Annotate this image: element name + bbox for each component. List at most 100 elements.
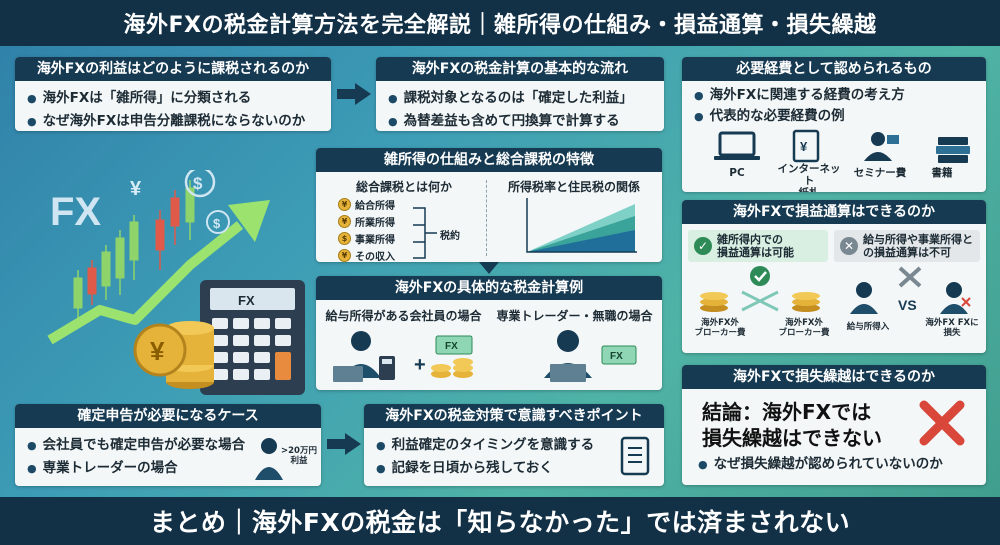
card-tax-points: 海外FXの税金対策で意識すべきポイント 利益確定のタイミングを意識する 記録を日…: [364, 404, 664, 486]
card-title: 海外FXの税金計算の基本的な流れ: [376, 57, 664, 81]
card-title: 確定申告が必要になるケース: [15, 404, 321, 428]
expense-label-pc: PC: [729, 167, 745, 179]
list-item: 会社員でも確定申告が必要な場合: [27, 434, 309, 457]
svg-text:FX: FX: [445, 341, 458, 352]
list-item: 海外FXに関連する経費の考え方: [694, 85, 974, 106]
broker-label: 海外FX外 ブローカー費: [694, 318, 746, 338]
trader-icon: [544, 330, 592, 382]
coin-stack-icon: [700, 292, 728, 312]
card-how-taxed: 海外FXの利益はどのように課税されるのか 海外FXは「雑所得」に分類される なぜ…: [15, 57, 331, 131]
fx-growth-chart-icon: FX ¥ $ $ FX ¥: [47, 166, 305, 395]
banknote-icon: ¥: [338, 249, 351, 262]
bullet-list: 課税対象となるのは「確定した利益」 為替差益も含めて円換算で計算する: [376, 81, 664, 131]
divider: [486, 180, 487, 256]
arrow-down-icon: [479, 262, 499, 274]
office-worker-icon: [333, 331, 381, 382]
trader-example-illustration: FX: [544, 330, 637, 382]
expense-label-internet: インターネット 紙札: [777, 163, 841, 192]
card-loss-offset: 海外FXで損益通算はできるのか ✓ 雑所得内での 損益通算は可能 ✕ 給与所得や…: [682, 200, 986, 353]
bullet-list: 会社員でも確定申告が必要な場合 専業トレーダーの場合: [15, 428, 321, 486]
yen-coin-icon: ¥: [338, 215, 351, 228]
bullet-list: なぜ損失繰越が認められていないのか: [684, 453, 957, 476]
broker-label: 海外FX外 ブローカー費: [778, 318, 830, 338]
notebook-icon: [620, 436, 650, 476]
svg-text:FX: FX: [238, 293, 255, 308]
bullet-list: 利益確定のタイミングを意識する 記録を日頃から残しておく: [364, 428, 664, 486]
expense-icons: ¥: [714, 129, 970, 163]
salary-label: 給与所得入: [846, 322, 890, 332]
arrow-right-icon: [337, 83, 371, 105]
tax-rate-area-chart-icon: [526, 198, 637, 253]
page-footer: まとめ｜海外FXの税金は「知らなかった」では済まされない: [0, 497, 1000, 545]
fx-cash-icon: FX: [431, 335, 473, 378]
card-loss-carryforward: 海外FXで損失繰越はできるのか 結論：海外FXでは 損失繰越はできない なぜ損失…: [682, 365, 986, 485]
bullet-list: 海外FXは「雑所得」に分類される なぜ海外FXは申告分離課税にならないのか: [15, 81, 331, 131]
sub-title-full-time-trader: 専業トレーダー・無職の場合: [496, 309, 653, 323]
card-title: 海外FXで損失繰越はできるのか: [682, 365, 986, 389]
list-item: なぜ海外FXは申告分離課税にならないのか: [27, 110, 319, 131]
income-row: $事業所得: [338, 230, 395, 247]
card-title: 海外FXの税金対策で意識すべきポイント: [364, 404, 664, 428]
card-calc-example: 海外FXの具体的な税金計算例 給与所得がある会社員の場合 専業トレーダー・無職の…: [316, 276, 662, 390]
income-row: ¥給合所得: [338, 196, 395, 213]
income-row: ¥所業所得: [338, 213, 395, 230]
bullet-list: 海外FXに関連する経費の考え方 代表的な必要経費の例: [682, 81, 986, 133]
list-item: 海外FXは「雑所得」に分類される: [27, 87, 319, 110]
money-bag-icon: $: [338, 232, 351, 245]
arrow-right-icon: [327, 433, 361, 455]
x-icon: ✕: [840, 237, 858, 255]
fx-banknote-icon: FX: [601, 345, 637, 365]
fx-loss-label: 海外FX FXに 損失: [925, 318, 979, 338]
hero-illustration: FX ¥ $ $ FX ¥: [40, 166, 310, 400]
offset-impossible-badge: ✕ 給与所得や事業所得と の損益通算は不可: [834, 230, 980, 262]
tax-result-label: 税約: [440, 231, 460, 242]
list-item: 利益確定のタイミングを意識する: [376, 434, 652, 457]
list-item: 課税対象となるのは「確定した利益」: [388, 87, 652, 110]
card-title: 海外FXの利益はどのように課税されるのか: [15, 57, 331, 81]
income-rows: ¥給合所得 ¥所業所得 $事業所得 ¥その収入: [338, 196, 395, 262]
employee-icon: [255, 438, 283, 480]
books-icon: [936, 137, 970, 163]
card-tax-filing: 確定申告が必要になるケース 会社員でも確定申告が必要な場合 専業トレーダーの場合…: [15, 404, 321, 486]
sub-title-employee: 給与所得がある会社員の場合: [325, 309, 482, 323]
card-title: 雑所得の仕組みと総合課税の特徴: [316, 148, 662, 172]
coin-stack-icon: [792, 292, 820, 312]
sub-title-general-tax: 総合課税とは何か: [355, 180, 452, 194]
expense-label-seminar: セミナー費: [853, 167, 907, 179]
card-title: 海外FXの具体的な税金計算例: [316, 276, 662, 300]
salary-person-icon: [850, 282, 878, 314]
card-title: 必要経費として認められるもの: [682, 57, 986, 81]
svg-text:+: +: [414, 354, 426, 376]
conclusion-text: 結論：海外FXでは 損失繰越はできない: [702, 400, 882, 450]
svg-text:FX: FX: [610, 351, 623, 362]
svg-text:¥: ¥: [130, 178, 142, 200]
list-item: 代表的な必要経費の例: [694, 106, 974, 127]
svg-text:¥: ¥: [150, 336, 165, 366]
svg-text:VS: VS: [898, 297, 917, 313]
pc-icon: [714, 131, 760, 160]
svg-text:$: $: [213, 216, 221, 231]
card-expenses: 必要経費として認められるもの 海外FXに関連する経費の考え方 代表的な必要経費の…: [682, 57, 986, 192]
svg-text:$: $: [193, 174, 203, 193]
card-misc-income: 雑所得の仕組みと総合課税の特徴 総合課税とは何か ¥給合所得 ¥所業所得 $事業…: [316, 148, 662, 262]
card-basic-flow: 海外FXの税金計算の基本的な流れ 課税対象となるのは「確定した利益」 為替差益も…: [376, 57, 664, 131]
employee-example-illustration: + FX: [333, 331, 473, 382]
internet-bill-icon: ¥: [792, 129, 820, 163]
list-item: 為替差益も含めて円換算で計算する: [388, 110, 652, 131]
summary-text: まとめ｜海外FXの税金は「知らなかった」では済まされない: [149, 508, 851, 537]
expense-label-books: 書籍: [931, 167, 953, 179]
list-item: 記録を日頃から残しておく: [376, 457, 652, 480]
fx-loss-person-icon: [940, 282, 971, 314]
card-title: 海外FXで損益通算はできるのか: [682, 200, 986, 224]
calculator-icon: [379, 356, 395, 380]
svg-text:¥: ¥: [800, 139, 808, 154]
salary-vs-fx-illustration: VS: [850, 266, 971, 314]
list-item: 専業トレーダーの場合: [27, 457, 309, 480]
svg-text:FX: FX: [50, 190, 101, 234]
seminar-icon: [864, 132, 899, 161]
offset-possible-badge: ✓ 雑所得内での 損益通算は可能: [688, 230, 828, 262]
red-x-icon: [919, 400, 965, 446]
page-header: 海外FXの税金計算方法を完全解説｜雑所得の仕組み・損益通算・損失繰越: [0, 0, 1000, 46]
income-row: ¥その収入: [338, 247, 395, 262]
list-item: なぜ損失繰越が認められていないのか: [698, 453, 943, 476]
